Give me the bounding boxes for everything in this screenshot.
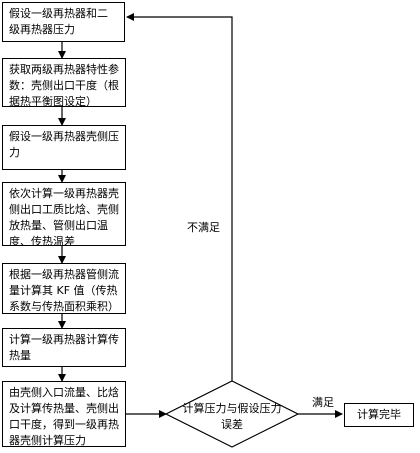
step-assume-shell-pressure: 假设一级再热器壳侧压力 [2, 125, 126, 170]
step-compute-heat-transfer: 计算一级再热器计算传热量 [2, 328, 126, 367]
step-compute-kf-value: 根据一级再热器管侧流量计算其 KF 值（传热系数与传热面积乘积） [2, 263, 126, 314]
arrow-no-loop [126, 13, 233, 381]
step-get-reheater-parameters: 获取两级再热器特性参数：壳侧出口干度（根据热平衡图设定） [2, 58, 126, 107]
decision-diamond [164, 380, 300, 448]
step-assume-reheater-pressures: 假设一级再热器和二级再热器压力 [2, 2, 125, 42]
step-compute-shell-pressure: 由壳侧入口流量、比焓及计算传热量、壳侧出口干度，得到一级再热器壳侧计算压力 [2, 381, 126, 447]
yes-label: 满足 [312, 396, 334, 409]
step-compute-shell-outlet: 依次计算一级再热器壳侧出口工质比焓、壳侧放热量、管侧出口温度、传热温差 [2, 182, 126, 246]
no-label: 不满足 [187, 221, 220, 234]
end-box: 计算完毕 [344, 403, 414, 427]
decision-text: 计算压力与假设压力误差 [182, 402, 282, 431]
